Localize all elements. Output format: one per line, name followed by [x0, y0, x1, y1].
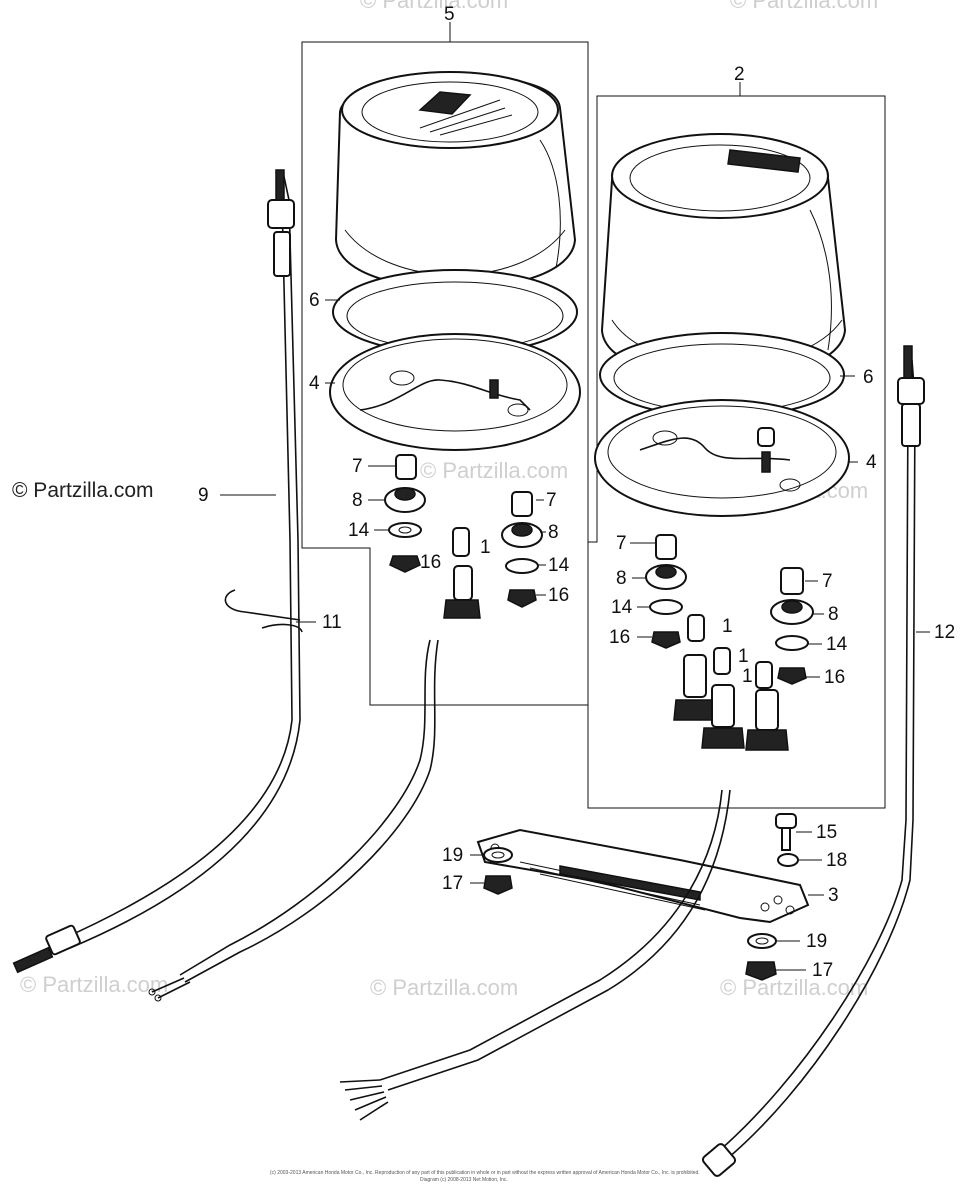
callout-2: 2	[734, 64, 745, 85]
speedometer-gauge	[334, 71, 577, 290]
callout-14: 14	[826, 634, 848, 655]
callout-16: 16	[548, 585, 569, 606]
copyright-line-2: Diagram (c) 2008-2013 Net Motion, Inc.	[420, 1177, 508, 1183]
callout-16: 16	[824, 667, 845, 688]
callout-16: 16	[609, 627, 630, 648]
watermarks: © Partzilla.com © Partzilla.com © Partzi…	[20, 0, 878, 1000]
speedometer-cable	[12, 169, 303, 974]
watermark-bottom-1: © Partzilla.com	[20, 972, 168, 997]
callout-17: 17	[442, 873, 463, 894]
callout-16: 16	[420, 552, 441, 573]
callout-15: 15	[816, 822, 837, 843]
callout-8: 8	[828, 604, 839, 625]
callout-4: 4	[866, 452, 877, 473]
right-grommet-stack	[645, 534, 814, 751]
tachometer-gauge	[600, 133, 847, 380]
watermark-top-1: © Partzilla.com	[360, 0, 508, 13]
callout-17: 17	[812, 960, 833, 981]
watermark-mid-1: © Partzilla.com	[420, 458, 568, 483]
callout-1: 1	[738, 646, 749, 667]
callout-14: 14	[548, 555, 570, 576]
bracket-hardware	[483, 813, 799, 981]
mounting-bracket	[476, 828, 810, 924]
callout-6: 6	[309, 290, 320, 311]
speedometer-wire	[148, 639, 439, 1002]
callout-1: 1	[742, 666, 753, 687]
leader-lines	[220, 22, 930, 971]
callout-7: 7	[546, 490, 557, 511]
callout-8: 8	[548, 522, 559, 543]
callout-7: 7	[352, 456, 363, 477]
callout-11: 11	[322, 612, 342, 633]
callout-8: 8	[616, 568, 627, 589]
callout-4: 4	[309, 373, 320, 394]
callout-8: 8	[352, 490, 363, 511]
callout-5: 5	[444, 4, 455, 25]
mounting-cup-left	[329, 333, 581, 451]
assembly-2-outline	[587, 95, 886, 809]
watermark-bottom-3: © Partzilla.com	[720, 975, 868, 1000]
watermark-bottom-2: © Partzilla.com	[370, 975, 518, 1000]
copyright-line-1: (c) 2003-2013 American Honda Motor Co., …	[270, 1170, 700, 1176]
callout-1: 1	[722, 616, 733, 637]
callout-12: 12	[934, 622, 955, 643]
callout-3: 3	[828, 885, 839, 906]
mounting-cup-right	[594, 399, 850, 517]
partzilla-watermark: © Partzilla.com	[12, 479, 154, 502]
callout-19: 19	[806, 931, 827, 952]
callout-6: 6	[863, 367, 874, 388]
tachometer-wire-harness	[339, 789, 731, 1121]
watermark-top-2: © Partzilla.com	[730, 0, 878, 13]
assembly-5-outline	[301, 41, 589, 706]
tachometer-cable	[701, 345, 925, 1177]
callout-7: 7	[822, 571, 833, 592]
callout-9: 9	[198, 485, 209, 506]
callout-19: 19	[442, 845, 463, 866]
callout-14: 14	[348, 520, 370, 541]
callout-14: 14	[611, 597, 633, 618]
callout-labels: 5 2 6 4 7 8 14 16 1 7 8 14 16 9 11 6 4 7…	[198, 4, 955, 981]
callout-18: 18	[826, 850, 847, 871]
callout-7: 7	[616, 533, 627, 554]
callout-1: 1	[480, 537, 491, 558]
